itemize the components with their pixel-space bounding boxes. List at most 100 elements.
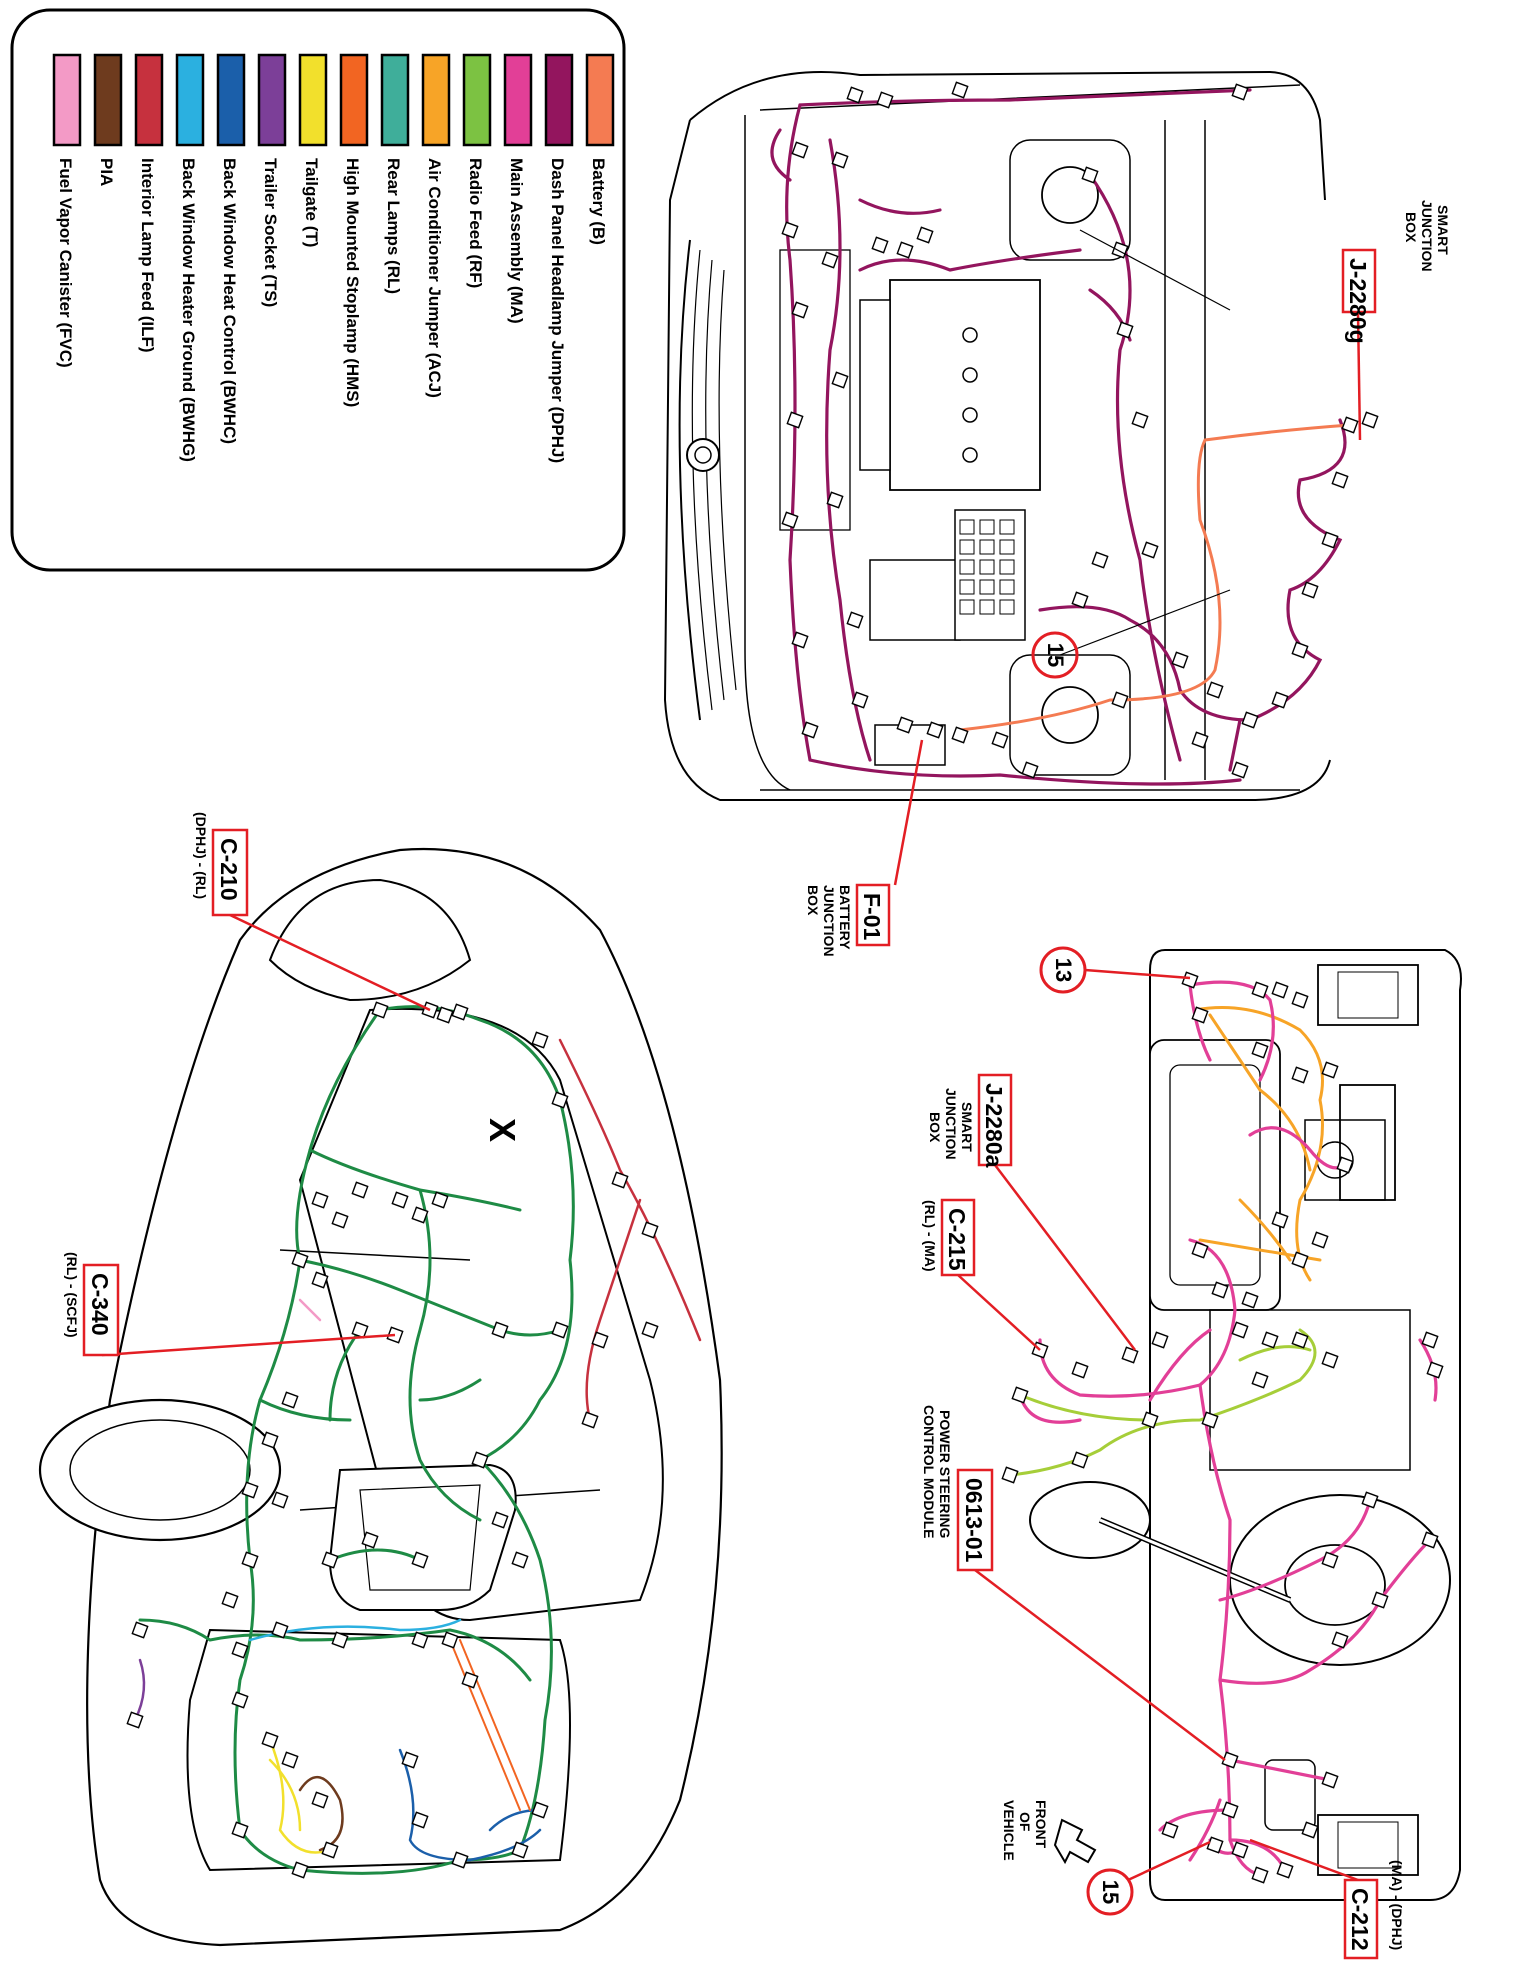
- engine-bay-view: [663, 70, 1379, 801]
- callout-j2280g-desc-3: BOX: [1403, 212, 1419, 243]
- connector-icon: [1231, 1841, 1249, 1859]
- connector-icon: [321, 1551, 339, 1569]
- circle-13-label: 13: [1051, 958, 1076, 982]
- circle-13: 13: [1039, 946, 1191, 994]
- connector-icon: [271, 1491, 289, 1509]
- callout-c340: C-340 (RL) - (SCFJ): [64, 1252, 396, 1357]
- connector-icon: [1331, 1631, 1349, 1649]
- legend-swatch: [93, 53, 123, 147]
- connector-icon: [491, 1511, 509, 1529]
- legend-label: Battery (B): [589, 158, 608, 245]
- connector-icon: [351, 1321, 369, 1339]
- callout-f01: F-01 BATTERY JUNCTION BOX: [805, 739, 924, 957]
- connector-icon: [311, 1191, 329, 1209]
- legend-label: Trailer Socket (TS): [261, 158, 280, 307]
- connector-icon: [1191, 1006, 1209, 1024]
- connector-icon: [391, 1191, 409, 1209]
- connector-icon: [1001, 1466, 1019, 1484]
- connector-icon: [641, 1321, 659, 1339]
- connector-icon: [791, 301, 809, 319]
- callout-j2280a-desc-1: SMART: [959, 1102, 975, 1152]
- connector-icon: [1231, 761, 1249, 779]
- legend-label: Rear Lamps (RL): [384, 158, 403, 294]
- legend: Battery (B)Dash Panel Headlamp Jumper (D…: [10, 8, 626, 572]
- callout-f01-desc-3: BOX: [805, 885, 821, 916]
- connector-icon: [1311, 1231, 1329, 1249]
- connector-icon: [431, 1191, 449, 1209]
- connector-icon: [1371, 1591, 1389, 1609]
- legend-label: Tailgate (T): [302, 158, 321, 247]
- callout-c212-desc: (MA) - (DPHJ): [1389, 1860, 1405, 1950]
- legend-label: Interior Lamp Feed (ILF): [138, 158, 157, 353]
- connector-icon: [1271, 1211, 1289, 1229]
- connector-icon: [876, 91, 894, 109]
- callout-c340-code: C-340: [87, 1273, 113, 1336]
- callout-c215-code: C-215: [944, 1208, 970, 1271]
- connector-icon: [231, 1691, 249, 1709]
- legend-swatch: [257, 53, 287, 147]
- connector-icon: [551, 1321, 569, 1339]
- circle-15-engine-label: 15: [1043, 643, 1068, 667]
- connector-icon: [461, 1671, 479, 1689]
- connector-icon: [1021, 761, 1039, 779]
- callout-m061301-code: 0613-01: [961, 1478, 987, 1563]
- callout-j2280g: J-2280g SMART JUNCTION BOX: [1341, 200, 1451, 441]
- connector-icon: [1361, 1491, 1379, 1509]
- connector-icon: [1321, 1551, 1339, 1569]
- callout-c210-desc: (DPHJ) - (RL): [193, 812, 209, 899]
- vehicle-body-view: X: [38, 847, 723, 1947]
- connector-icon: [231, 1821, 249, 1839]
- callout-j2280g-code: J-2280g: [1345, 258, 1371, 344]
- legend-swatch: [52, 53, 82, 147]
- body-mark-x: X: [482, 1118, 523, 1142]
- callout-m061301-desc-2: CONTROL MODULE: [921, 1405, 937, 1539]
- callout-j2280g-desc-2: JUNCTION: [1419, 200, 1435, 272]
- connector-icon: [991, 731, 1009, 749]
- connector-icon: [331, 1211, 349, 1229]
- connector-icon: [351, 1181, 369, 1199]
- connector-icon: [1251, 1371, 1269, 1389]
- callout-c215: C-215 (RL) - (MA): [922, 1198, 1041, 1351]
- connector-icon: [361, 1531, 379, 1549]
- connector-icon: [1161, 1821, 1179, 1839]
- connector-icon: [261, 1431, 279, 1449]
- callout-f01-desc-1: BATTERY: [837, 885, 853, 950]
- connector-icon: [1291, 1331, 1309, 1349]
- connector-icon: [1321, 1771, 1339, 1789]
- legend-items: Battery (B)Dash Panel Headlamp Jumper (D…: [52, 53, 615, 463]
- callout-m061301-desc-1: POWER STEERING: [937, 1410, 953, 1538]
- connector-icon: [1321, 531, 1339, 549]
- callout-j2280a: J-2280a SMART JUNCTION BOX: [927, 1073, 1136, 1351]
- legend-swatch: [339, 53, 369, 147]
- connector-icon: [511, 1841, 529, 1859]
- connector-icon: [321, 1841, 339, 1859]
- connector-icon: [331, 1631, 349, 1649]
- connector-icon: [1011, 1386, 1029, 1404]
- connector-icon: [441, 1631, 459, 1649]
- connector-icon: [1301, 1821, 1319, 1839]
- connector-icon: [781, 511, 799, 529]
- connector-icon: [221, 1591, 239, 1609]
- connector-icon: [786, 411, 804, 429]
- callout-c210: C-210 (DPHJ) - (RL): [193, 812, 431, 1012]
- callout-m061301: 0613-01 POWER STEERING CONTROL MODULE: [921, 1405, 1226, 1761]
- connector-icon: [291, 1861, 309, 1879]
- emblem-icon: [686, 438, 720, 472]
- connector-icon: [926, 721, 944, 739]
- connector-icon: [511, 1551, 529, 1569]
- connector-icon: [311, 1271, 329, 1289]
- connector-icon: [1081, 166, 1099, 184]
- connector-icon: [1291, 1251, 1309, 1269]
- connector-icon: [581, 1411, 599, 1429]
- legend-swatch: [503, 53, 533, 147]
- connector-icon: [1111, 691, 1129, 709]
- legend-label: Back Window Heater Ground (BWHG): [179, 158, 198, 462]
- legend-swatch: [421, 53, 451, 147]
- connector-icon: [1141, 1411, 1159, 1429]
- connector-icon: [531, 1031, 549, 1049]
- connector-icon: [831, 151, 849, 169]
- connector-icon: [271, 1621, 289, 1639]
- connector-icon: [1131, 411, 1149, 429]
- connector-icon: [126, 1711, 144, 1729]
